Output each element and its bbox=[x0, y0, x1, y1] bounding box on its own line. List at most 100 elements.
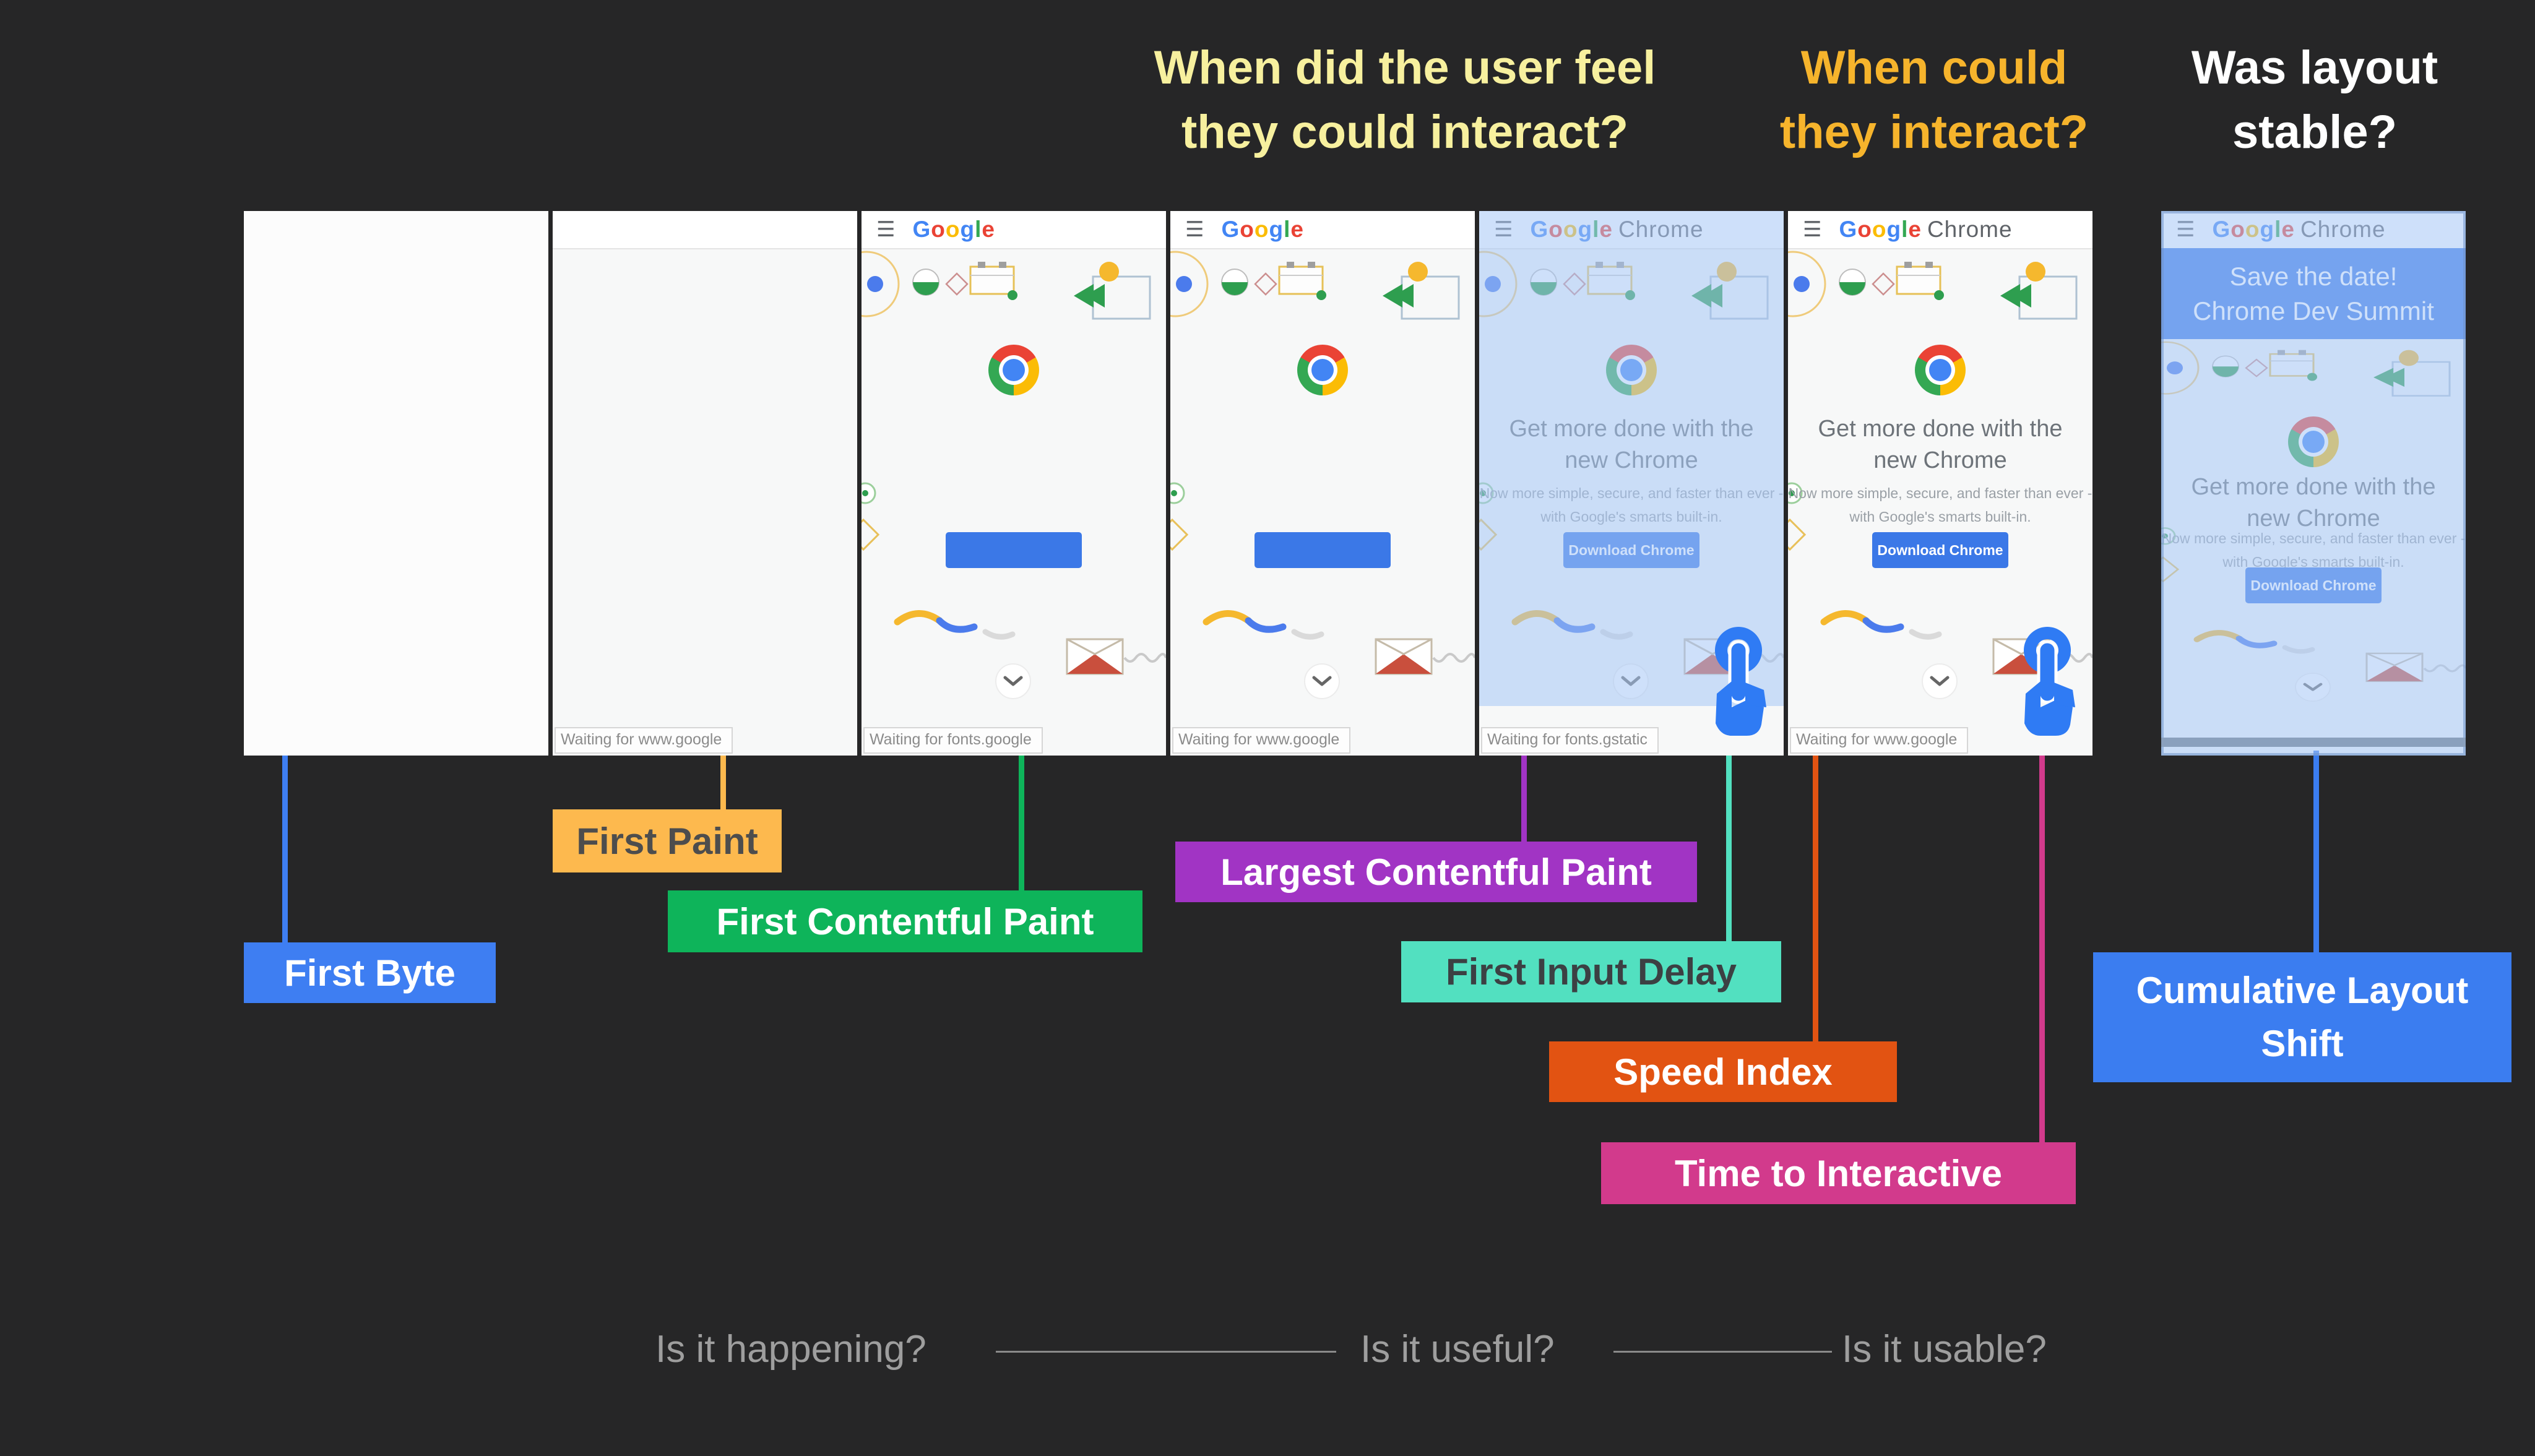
page-subtext-line2: with Google's smarts built-in. bbox=[1849, 509, 2031, 525]
tap-gesture-icon bbox=[1715, 627, 1766, 736]
google-logo-letter: o bbox=[945, 217, 961, 242]
network-status-text: Waiting for www.google bbox=[555, 727, 733, 754]
browser-toolbar: ☰ Google bbox=[1170, 211, 1475, 249]
doodle-cluster-bottom bbox=[1203, 610, 1475, 699]
network-status-text: Waiting for fonts.google bbox=[863, 727, 1043, 754]
chrome-logo-icon bbox=[1297, 344, 1348, 395]
doodle-cluster-left bbox=[862, 251, 1017, 317]
tap-gesture-icon bbox=[2024, 627, 2075, 736]
doodle-cluster-bottom bbox=[894, 610, 1166, 699]
headline-line: stable? bbox=[2232, 106, 2398, 158]
headline-line: When did the user feel bbox=[1154, 41, 1656, 94]
google-logo-letter: o bbox=[1240, 217, 1255, 242]
page-doodles bbox=[862, 251, 1166, 699]
google-logo-letter: g bbox=[1886, 217, 1902, 242]
metric-label-first-contentful-paint: First Contentful Paint bbox=[668, 890, 1142, 952]
google-logo-letter: G bbox=[912, 217, 931, 242]
network-status-text: Waiting for www.google bbox=[1172, 727, 1351, 754]
connector-line-cumulative-layout-shift bbox=[2313, 751, 2319, 952]
google-logo-letter: g bbox=[1269, 217, 1284, 242]
download-chrome-button bbox=[946, 532, 1082, 569]
page-doodles bbox=[1788, 251, 2092, 699]
browser-toolbar: ☰ Google bbox=[862, 211, 1166, 249]
metric-label-text: First Byte bbox=[284, 952, 456, 994]
page-content bbox=[1170, 248, 1475, 756]
headline-line: they interact? bbox=[1779, 106, 2089, 158]
layout-shift-bottom-bar bbox=[2161, 738, 2466, 747]
google-logo-letter: G bbox=[1839, 217, 1858, 242]
metric-label-text: Speed Index bbox=[1613, 1051, 1833, 1093]
google-logo: Google bbox=[912, 217, 995, 243]
doodle-cluster-mid bbox=[862, 482, 880, 551]
page-subtext-line1: Now more simple, secure, and faster than… bbox=[1788, 485, 2092, 502]
page-heading-line2: new Chrome bbox=[1873, 447, 2007, 473]
metric-label-time-to-interactive: Time to Interactive bbox=[1601, 1142, 2076, 1204]
google-logo-letter: l bbox=[975, 217, 982, 242]
metric-label-first-input-delay: First Input Delay bbox=[1401, 941, 1781, 1002]
connector-line-first-input-delay bbox=[1726, 756, 1732, 941]
hamburger-menu-icon: ☰ bbox=[1185, 218, 1204, 241]
footer-divider-1 bbox=[1613, 1351, 1832, 1353]
download-chrome-button: Download Chrome bbox=[1872, 532, 2008, 569]
google-logo-letter: e bbox=[1290, 217, 1304, 242]
connector-line-first-byte bbox=[282, 756, 288, 942]
google-logo-letter: l bbox=[1284, 217, 1291, 242]
download-chrome-label: Download Chrome bbox=[1877, 541, 2003, 558]
page-subtext: Now more simple, secure, and faster than… bbox=[1788, 481, 2092, 528]
metric-label-text: Time to Interactive bbox=[1674, 1152, 2003, 1194]
chrome-logo-word: Chrome bbox=[1927, 217, 2013, 242]
headline-line: they could interact? bbox=[1181, 106, 1629, 158]
footer-question-1: Is it useful? bbox=[1360, 1328, 1555, 1371]
metric-label-text: First Contentful Paint bbox=[716, 900, 1094, 942]
tint-overlay bbox=[1479, 211, 1784, 706]
doodle-cluster-right bbox=[2000, 262, 2078, 320]
browser-toolbar bbox=[553, 211, 857, 249]
footer-divider-0 bbox=[996, 1351, 1336, 1353]
doodle-cluster-right bbox=[1074, 262, 1151, 320]
google-logo-letter: g bbox=[960, 217, 975, 242]
chrome-logo-icon bbox=[988, 344, 1039, 395]
network-status-text: Waiting for fonts.gstatic bbox=[1481, 727, 1659, 754]
headline-line: Was layout bbox=[2191, 41, 2438, 94]
hamburger-menu-icon: ☰ bbox=[876, 218, 896, 241]
google-logo-letter: G bbox=[1221, 217, 1240, 242]
headline-question-1: When could they interact? bbox=[1727, 36, 2141, 165]
metric-label-cumulative-layout-shift: Cumulative Layout Shift bbox=[2093, 952, 2511, 1082]
page-doodles bbox=[1170, 251, 1475, 699]
doodle-cluster-left bbox=[1170, 251, 1326, 317]
footer-question-0: Is it happening? bbox=[655, 1328, 926, 1371]
page-heading: Get more done with the new Chrome bbox=[1788, 413, 2092, 476]
doodle-cluster-mid bbox=[1788, 482, 1807, 551]
doodle-cluster-mid bbox=[1170, 482, 1189, 551]
frame-blank-toolbar: Waiting for www.google bbox=[553, 211, 857, 756]
doodle-cluster-left bbox=[1788, 251, 1944, 317]
download-chrome-button bbox=[1255, 532, 1391, 569]
frame-blank bbox=[244, 211, 548, 756]
metric-label-speed-index: Speed Index bbox=[1549, 1041, 1897, 1102]
metric-label-text: Cumulative Layout Shift bbox=[2136, 970, 2469, 1064]
connector-line-speed-index bbox=[1813, 756, 1818, 1041]
google-logo-letter: o bbox=[931, 217, 946, 242]
footer-question-2: Is it usable? bbox=[1842, 1328, 2047, 1371]
chrome-logo-icon bbox=[1915, 344, 1966, 395]
page-content bbox=[862, 248, 1166, 756]
headline-line: When could bbox=[1800, 41, 2068, 94]
connector-line-time-to-interactive bbox=[2039, 756, 2045, 1142]
connector-line-largest-contentful-paint bbox=[1521, 756, 1527, 842]
google-logo-letter: e bbox=[982, 217, 995, 242]
page-heading-line1: Get more done with the bbox=[1818, 415, 2063, 442]
network-status-text: Waiting for www.google bbox=[1790, 727, 1969, 754]
metric-label-largest-contentful-paint: Largest Contentful Paint bbox=[1175, 842, 1697, 902]
google-logo-letter: e bbox=[1908, 217, 1922, 242]
page-content: Get more done with the new Chrome Now mo… bbox=[1788, 248, 2092, 756]
metric-label-text: Largest Contentful Paint bbox=[1220, 851, 1652, 893]
headline-question-0: When did the user feel they could interac… bbox=[1077, 36, 1733, 165]
connector-line-first-contentful-paint bbox=[1019, 756, 1024, 890]
headline-question-2: Was layout stable? bbox=[2148, 36, 2482, 165]
